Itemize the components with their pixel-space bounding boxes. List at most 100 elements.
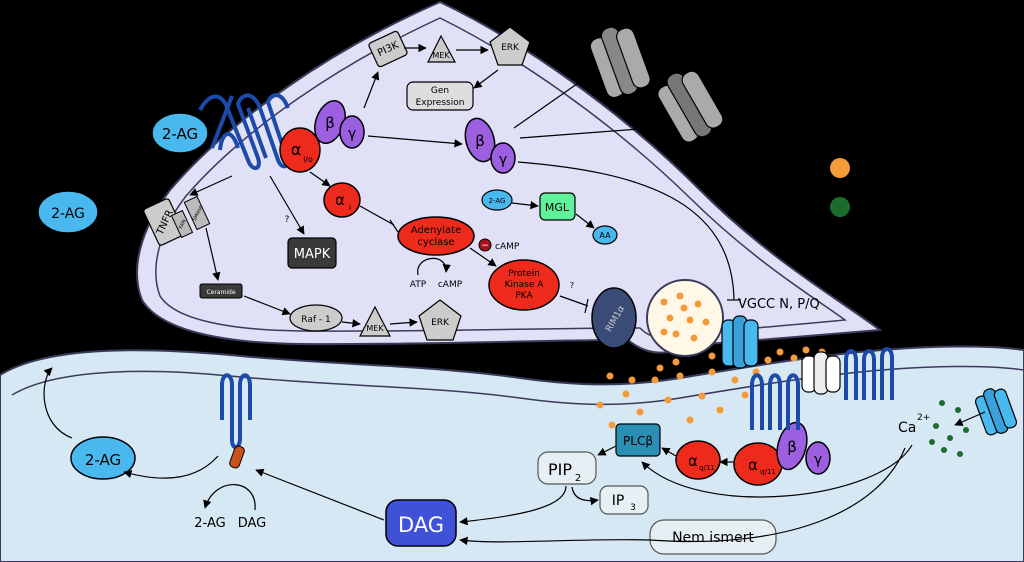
- question-mark-mapk: ?: [285, 215, 290, 225]
- arrow-alpha-to-alphai: [309, 171, 331, 187]
- arrow-2ag-up-to-membrane: [43, 367, 73, 439]
- mapk-label: MAPK: [294, 247, 331, 262]
- ceramide-box: [199, 283, 243, 299]
- raf1-ellipse: [289, 304, 343, 332]
- arrow-ceramide-to-raf: [243, 295, 291, 316]
- calcium-dot: [955, 407, 961, 413]
- ip3-label: IP: [612, 493, 625, 509]
- calcium-dot: [939, 400, 945, 406]
- aa-ellipse: [592, 225, 618, 245]
- erk-bottom-pentagon: [418, 299, 462, 341]
- receptor-postsynaptic-right-b: [844, 347, 894, 400]
- vesicle-dot: [666, 314, 674, 322]
- cleft-dot: [651, 376, 659, 384]
- pka-line1: Protein: [508, 269, 540, 279]
- cleft-dot: [656, 364, 664, 372]
- cleft-dot: [731, 376, 739, 384]
- gene-expression-line1: Gen: [431, 86, 449, 96]
- erk-bottom-label: ERK: [431, 318, 450, 328]
- question-mark-rim: ?: [570, 281, 574, 290]
- alpha-i-subunit: [323, 182, 361, 218]
- cleft-dot: [606, 372, 614, 380]
- ag2-mgl-label: 2-AG: [489, 197, 506, 205]
- pka-line3: PKA: [515, 291, 533, 301]
- erk-top-pentagon: [489, 26, 531, 66]
- gamma-free-label: γ: [499, 152, 507, 168]
- plcb-label: PLCβ: [623, 434, 653, 448]
- pip2-sub: 2: [575, 473, 581, 484]
- cb1-receptor-presynaptic-b: [210, 95, 268, 159]
- inhibit-pka-rim: [559, 295, 589, 307]
- calcium-dot: [929, 439, 935, 445]
- gamma-q-label: γ: [814, 452, 822, 468]
- arrow-receptor-to-tnfr: [189, 175, 233, 196]
- aa-label: AA: [599, 231, 611, 240]
- gamma-q-subunit: [805, 441, 831, 475]
- calcium-dot: [963, 427, 969, 433]
- cleft-dot: [672, 358, 680, 366]
- alpha-io-sub: i/o: [303, 155, 313, 164]
- cleft-dot: [708, 352, 716, 360]
- ionotropic-channel-postsynaptic: [801, 351, 841, 395]
- inhibit-betagamma-vgcc1: [513, 71, 595, 129]
- mek-bottom-label: MEK: [366, 324, 384, 333]
- ceramide-label: Ceramide: [206, 289, 235, 296]
- arrow-ca-channel-in: [954, 411, 986, 426]
- nem-ismert-label: Nem ismert: [672, 530, 754, 546]
- cleft-dot: [628, 376, 636, 384]
- calcium-dot: [947, 435, 953, 441]
- beta-label: β: [325, 114, 335, 132]
- gamma-subunit: [339, 115, 365, 149]
- alpha-q11-first: [675, 440, 721, 480]
- vesicle-dot: [672, 330, 680, 338]
- arrow-tnfr-to-ceramide: [205, 227, 221, 281]
- camp-minus-sign: −: [481, 241, 489, 251]
- arrow-plcb-to-pip2: [597, 445, 617, 456]
- inhibit-bar-vgcc1: [589, 65, 599, 79]
- arrow-mgl-to-aa: [575, 213, 595, 229]
- vesicle-dot: [660, 298, 668, 306]
- arrow-ca-to-plcb: [641, 444, 913, 498]
- legend-orange-dot: [830, 158, 850, 178]
- mgl-box: [539, 192, 576, 221]
- arrow-gprotein-to-pi3k: [363, 71, 380, 109]
- pka-line2: Kinase A: [505, 280, 545, 290]
- ag2-pre-label: 2-AG: [162, 125, 198, 143]
- inhibit-bar-adenylate: [389, 219, 399, 233]
- pka-ellipse: [488, 259, 560, 311]
- arrow-pip2-to-ip3: [571, 486, 599, 506]
- pip2-box: [537, 451, 597, 485]
- cleft-dot: [776, 348, 784, 356]
- atp-camp-cycle-arrow: [417, 257, 451, 276]
- fan-box: [170, 209, 194, 239]
- ag2-mgl-ellipse: [481, 189, 513, 211]
- postsynaptic-cell: [0, 345, 1024, 562]
- pi3k-box: [368, 30, 408, 68]
- calcium-dot: [941, 447, 947, 453]
- plcb-box: [615, 423, 661, 457]
- cleft-dot: [608, 421, 616, 429]
- alpha-q11-second-label: α: [748, 456, 758, 474]
- arrow-erk-to-gene: [473, 69, 499, 89]
- cleft-dot: [802, 346, 810, 354]
- arrow-raf-to-mek: [341, 318, 361, 328]
- adenylate-line2: cyclase: [417, 237, 454, 248]
- vesicle-dot: [660, 328, 668, 336]
- vgcc-channel-top-1: [589, 26, 651, 99]
- nem-ismert-box: [649, 519, 777, 555]
- arrow-enzyme-to-2ag: [123, 455, 219, 479]
- ag2-pre-ellipse: [151, 112, 209, 154]
- calcium-dots: [929, 400, 969, 457]
- vesicle-dot: [676, 292, 684, 300]
- receptor-postsynaptic-right: [750, 373, 800, 430]
- ag2-post-label: 2-AG: [85, 451, 121, 469]
- cleft-dot: [596, 401, 604, 409]
- cleft-dot: [636, 408, 644, 416]
- alpha-q11-second-sub: q/11: [760, 468, 776, 476]
- ip3-sub: 3: [630, 503, 636, 513]
- adenylate-line1: Adenylate: [411, 225, 461, 236]
- calcium-dot: [933, 423, 939, 429]
- arrow-adenylate-to-pka: [469, 247, 497, 267]
- alpha-q11-second: [733, 442, 783, 486]
